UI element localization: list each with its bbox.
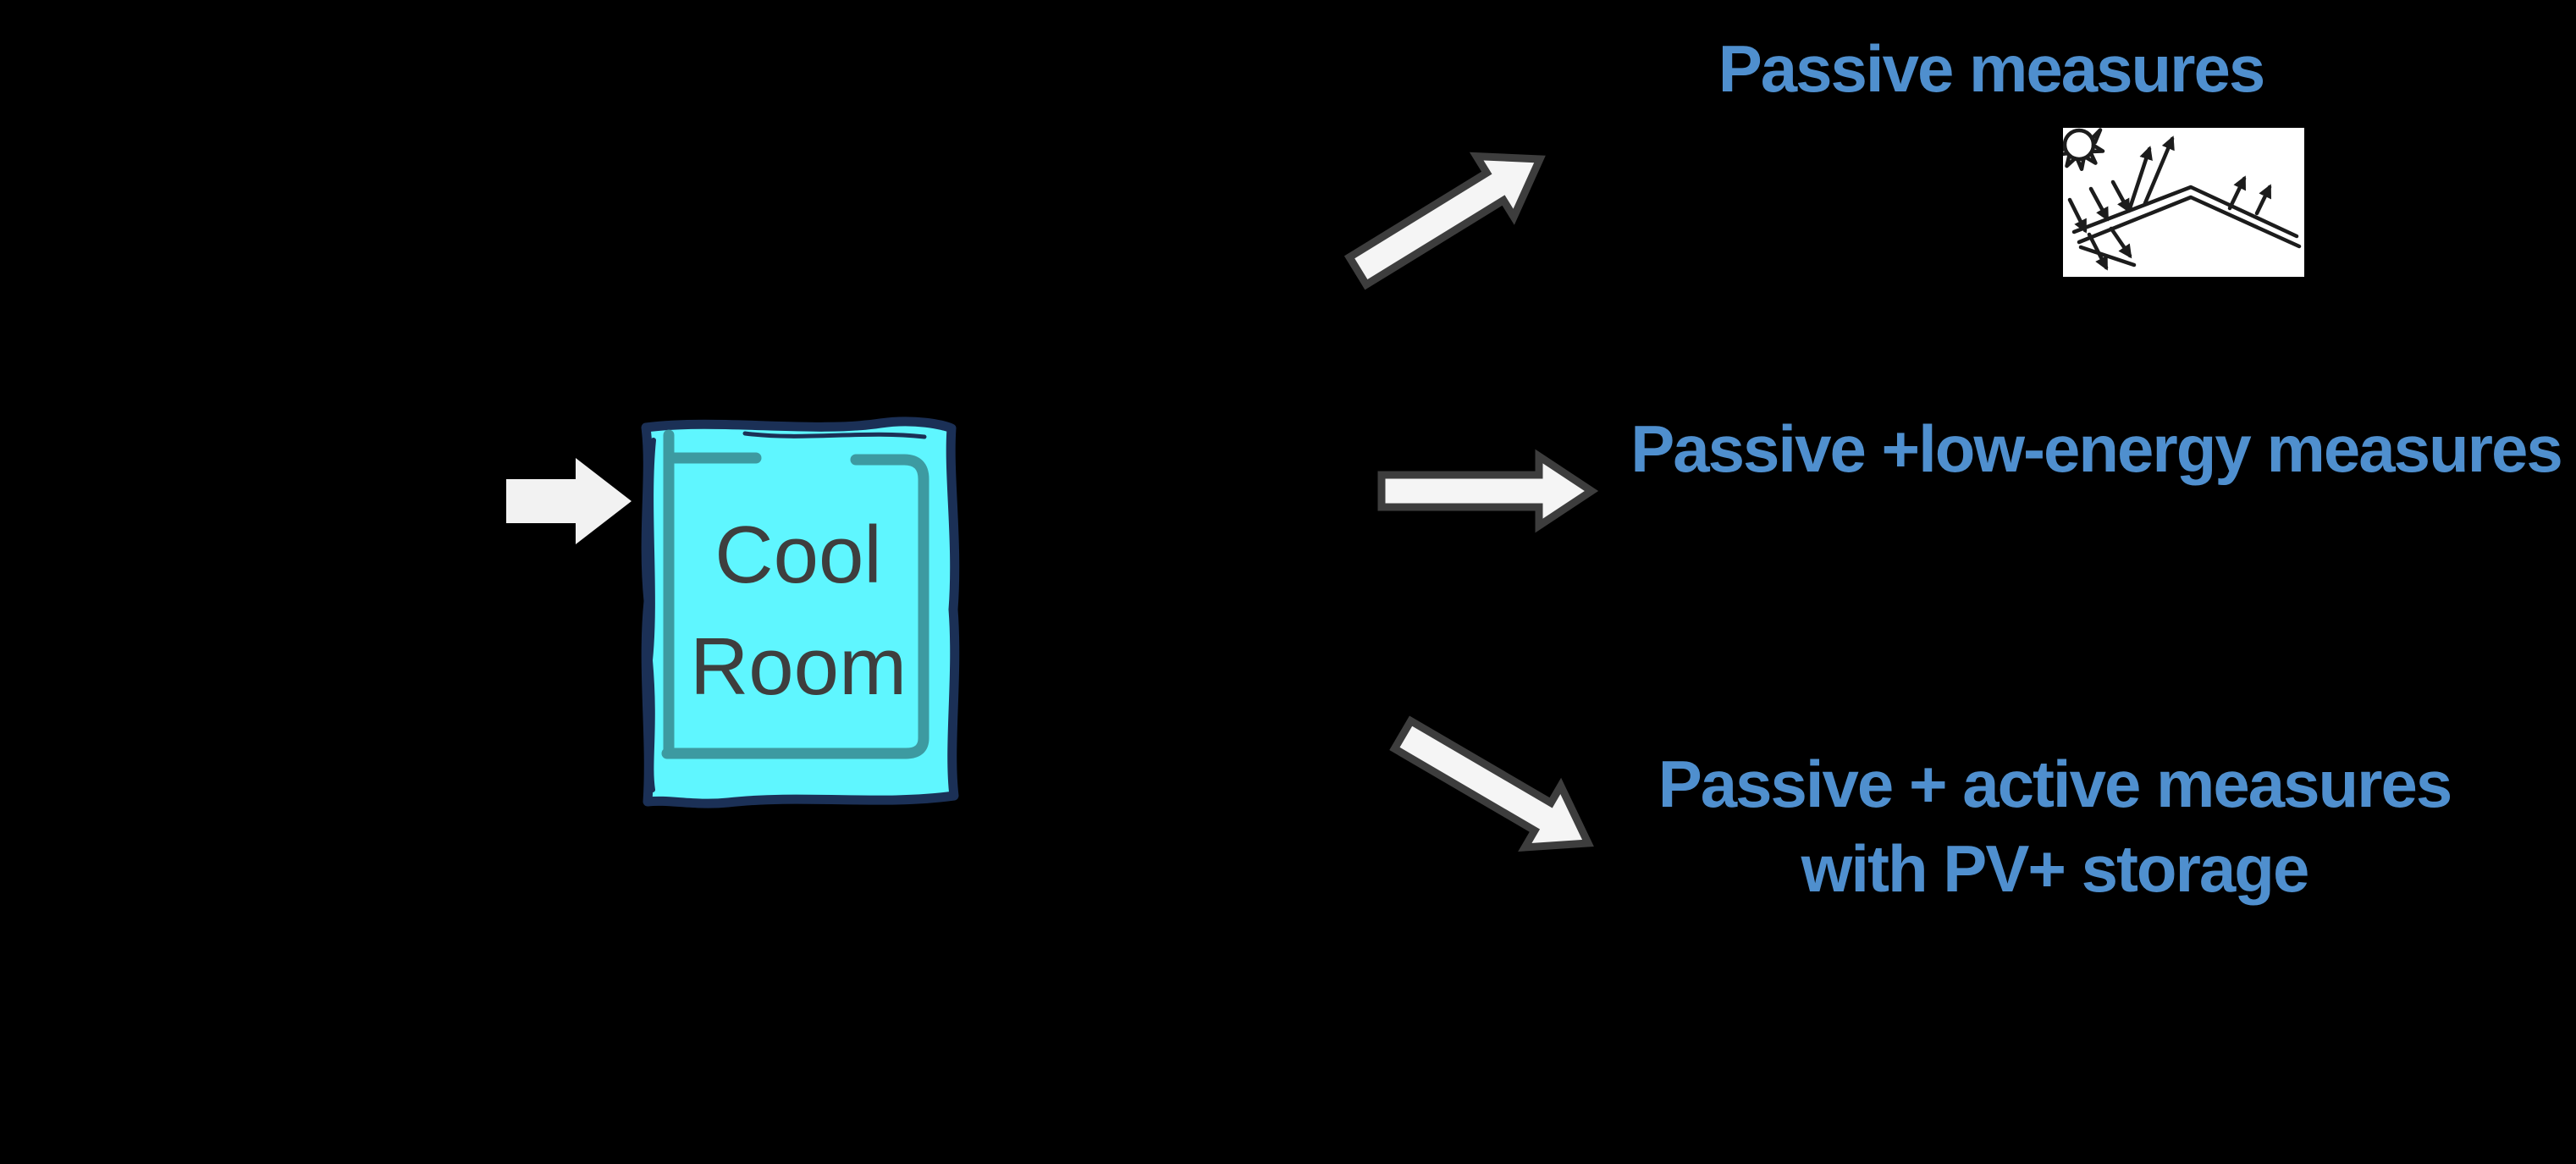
sun-icon <box>2063 128 2105 172</box>
arrow-to-passive-measures <box>1343 152 1546 290</box>
option-label-passive-low-energy-measures: Passive +low-energy measures <box>1630 411 2562 486</box>
cool-room-label-line1: Cool <box>714 510 882 600</box>
transmitted-arrows <box>2087 226 2132 271</box>
input-arrow <box>506 458 632 544</box>
cool-roof-reflection-icon <box>2063 128 2304 277</box>
branch-arrows <box>1343 152 1599 852</box>
option-label-passive-active-line1: Passive + active measures <box>1658 747 2453 821</box>
cool-room-box-sketch-top <box>742 431 927 439</box>
option-label-passive-measures: Passive measures <box>1718 31 2266 106</box>
cool-room-box-outline <box>641 417 960 808</box>
cool-room-label-line2: Room <box>689 621 907 713</box>
cool-room-box-sketch-left <box>647 438 656 792</box>
incident-solar-arrows <box>2067 179 2131 234</box>
arrow-to-passive-low-energy <box>1377 449 1599 533</box>
cool-room-label: Cool Room <box>690 499 907 724</box>
option-label-passive-active-measures: Passive + active measures with PV+ stora… <box>1658 742 2453 912</box>
arrow-to-passive-active <box>1389 715 1594 852</box>
option-label-passive-active-line2: with PV+ storage <box>1801 830 2310 906</box>
cool-room-box <box>641 417 960 808</box>
emitted-arrows <box>2227 175 2272 216</box>
reflected-arrows <box>2127 135 2175 211</box>
room-inner-frame <box>661 429 929 759</box>
